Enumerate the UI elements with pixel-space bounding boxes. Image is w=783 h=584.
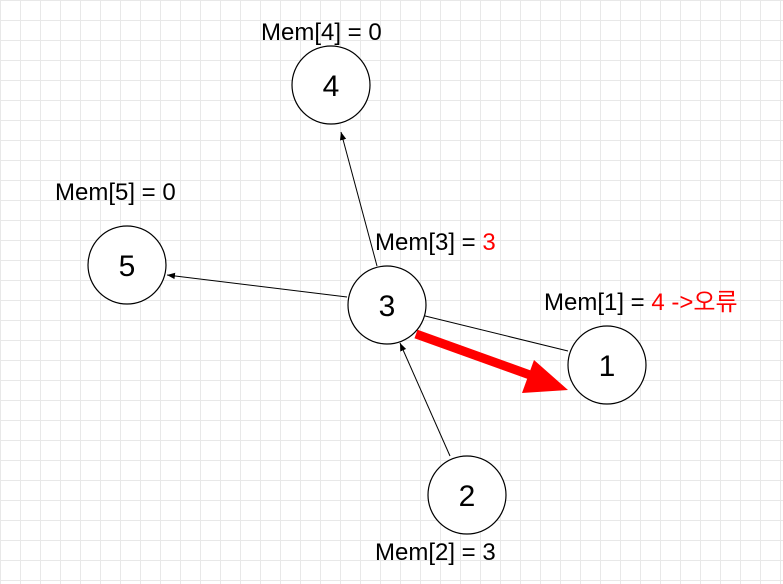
edge-3-to-4 [339,131,378,267]
node-3-label: 3 [379,290,396,323]
node-2: 2 [427,455,507,535]
edge-1-to-3 [416,312,569,352]
node-5: 5 [87,225,167,305]
mem3-label: Mem[3] = 3 [375,229,496,256]
node-1: 1 [567,325,647,405]
highlight-arrow-3-to-1 [414,329,568,393]
node-3: 3 [347,265,427,345]
edge-3-to-5 [166,272,348,298]
edge-2-to-3 [399,342,451,457]
mem2-label: Mem[2] = 3 [375,539,496,566]
mem5-label: Mem[5] = 0 [55,179,176,206]
node-5-label: 5 [119,250,136,283]
node-4: 4 [291,45,371,125]
mem1-label: Mem[1] = 4 ->오류 [544,289,738,316]
node-2-label: 2 [459,480,476,513]
node-1-label: 1 [599,350,616,383]
node-4-label: 4 [323,70,340,103]
mem4-label: Mem[4] = 0 [261,19,382,46]
